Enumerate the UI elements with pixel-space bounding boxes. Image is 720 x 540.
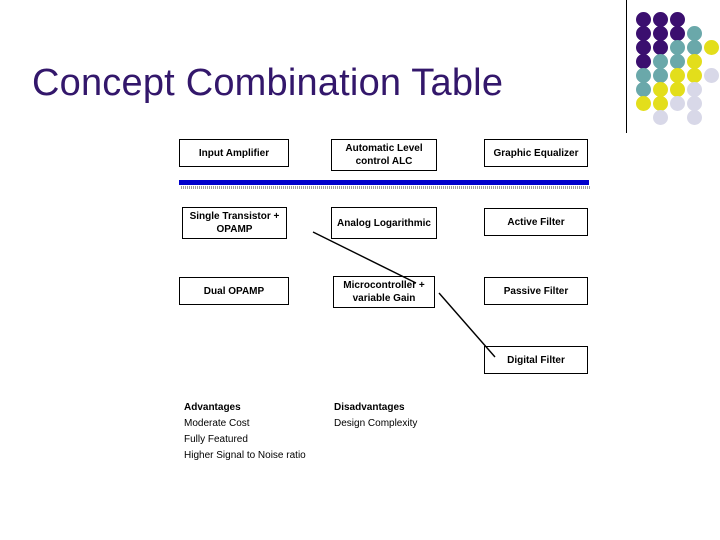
list-item: Moderate Cost xyxy=(184,418,250,429)
concept-box-dual-opamp: Dual OPAMP xyxy=(179,277,289,305)
concept-box-analog-logarithmic: Analog Logarithmic xyxy=(331,207,437,239)
concept-box-label: Single Transistor + OPAMP xyxy=(189,211,280,235)
advantages-heading: Advantages xyxy=(184,402,241,413)
decorative-dot xyxy=(687,40,702,55)
list-item: Higher Signal to Noise ratio xyxy=(184,450,306,461)
decorative-dot xyxy=(653,12,668,27)
decorative-dot xyxy=(653,110,668,125)
concept-box-microcontroller-variable-gain: Microcontroller + variable Gain xyxy=(333,276,435,308)
decorative-dot xyxy=(636,26,651,41)
disadvantages-list: Design Complexity xyxy=(334,416,417,432)
decorative-dot-grid xyxy=(636,12,720,125)
header-divider-bar xyxy=(179,180,589,185)
decorative-dot xyxy=(687,96,702,111)
disadvantages-heading: Disadvantages xyxy=(334,402,405,413)
concept-box-input-amplifier: Input Amplifier xyxy=(179,139,289,167)
concept-box-digital-filter: Digital Filter xyxy=(484,346,588,374)
decorative-dot xyxy=(687,26,702,41)
list-item: Fully Featured xyxy=(184,434,248,445)
concept-box-passive-filter: Passive Filter xyxy=(484,277,588,305)
concept-box-label: Input Amplifier xyxy=(198,147,270,159)
concept-box-active-filter: Active Filter xyxy=(484,208,588,236)
decorative-dot xyxy=(653,40,668,55)
header-divider-shadow xyxy=(181,186,591,189)
decorative-dot xyxy=(653,26,668,41)
decorative-dot xyxy=(636,12,651,27)
disadvantages-column: Disadvantages Design Complexity xyxy=(334,400,417,432)
page-title: Concept Combination Table xyxy=(32,62,504,104)
decorative-dot xyxy=(653,68,668,83)
decorative-dot xyxy=(653,96,668,111)
decorative-dot xyxy=(687,68,702,83)
decorative-dot xyxy=(636,68,651,83)
decorative-dot xyxy=(670,96,685,111)
decorative-dot xyxy=(636,82,651,97)
decorative-dot xyxy=(670,12,685,27)
decorative-dot xyxy=(653,54,668,69)
decorative-dot xyxy=(687,82,702,97)
concept-box-label: Dual OPAMP xyxy=(203,285,265,297)
concept-box-label: Active Filter xyxy=(507,216,565,228)
concept-box-label: Analog Logarithmic xyxy=(337,217,431,229)
corner-divider-rule xyxy=(626,0,627,133)
concept-box-single-transistor-opamp: Single Transistor + OPAMP xyxy=(182,207,287,239)
decorative-dot xyxy=(670,82,685,97)
decorative-dot xyxy=(636,54,651,69)
concept-box-label: Microcontroller + variable Gain xyxy=(343,280,425,304)
decorative-dot xyxy=(670,68,685,83)
decorative-dot xyxy=(636,40,651,55)
decorative-dot xyxy=(670,40,685,55)
concept-box-automatic-level-control-alc: Automatic Level control ALC xyxy=(331,139,437,171)
decorative-dot xyxy=(687,54,702,69)
list-item: Design Complexity xyxy=(334,418,418,429)
concept-box-label: Passive Filter xyxy=(503,285,569,297)
concept-box-label: Digital Filter xyxy=(507,354,565,366)
decorative-dot xyxy=(653,82,668,97)
decorative-dot xyxy=(704,40,719,55)
decorative-dot xyxy=(704,68,719,83)
concept-box-label: Graphic Equalizer xyxy=(493,147,579,159)
concept-box-graphic-equalizer: Graphic Equalizer xyxy=(484,139,588,167)
decorative-dot xyxy=(636,96,651,111)
decorative-dot xyxy=(670,26,685,41)
concept-box-label: Automatic Level control ALC xyxy=(345,143,423,167)
decorative-dot xyxy=(687,110,702,125)
decorative-dot xyxy=(670,54,685,69)
